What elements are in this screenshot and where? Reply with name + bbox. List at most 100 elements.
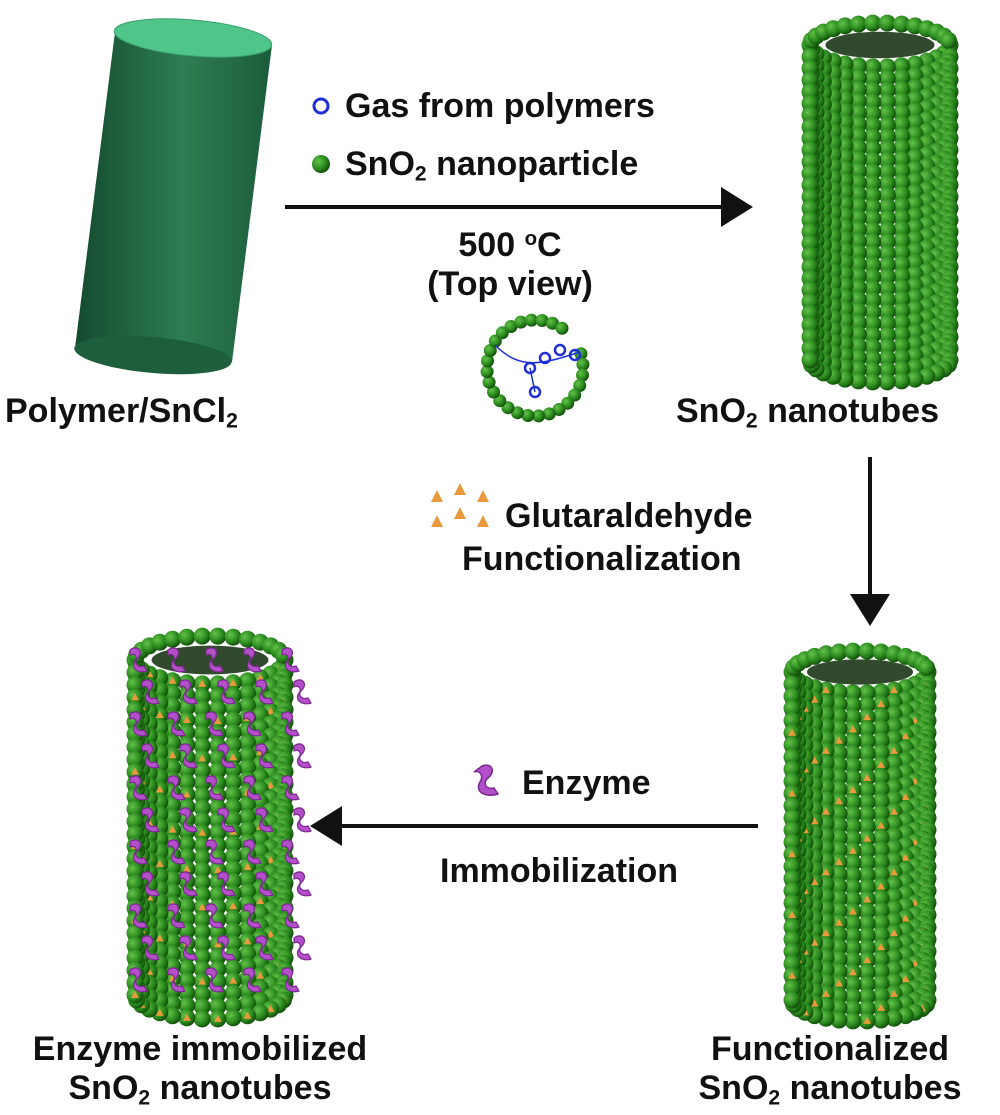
nanoparticle xyxy=(878,81,896,99)
nanoparticle xyxy=(844,915,862,933)
nanoparticle xyxy=(849,162,867,180)
glutaraldehyde-drop xyxy=(213,1014,222,1022)
nanoparticle xyxy=(783,882,801,900)
nanoparticle xyxy=(830,999,848,1017)
nanoparticle xyxy=(193,762,211,780)
glutaraldehyde-drop xyxy=(243,937,252,945)
legend-gas-label: Gas from polymers xyxy=(345,87,655,125)
nanoparticle xyxy=(893,127,911,145)
enzyme-molecule xyxy=(179,871,198,897)
nanoparticle xyxy=(872,732,890,750)
nanoparticle xyxy=(193,787,211,804)
enzyme-molecule xyxy=(167,967,186,993)
nanoparticle xyxy=(906,137,924,155)
glutaraldehyde-drop xyxy=(877,821,886,829)
enzyme-immobilized-nanotube xyxy=(126,627,312,1028)
nanoparticle xyxy=(126,874,144,892)
nanoparticle xyxy=(783,894,801,912)
nanoparticle xyxy=(239,994,256,1012)
enzyme-molecule xyxy=(255,871,274,897)
nanoparticle xyxy=(849,314,867,332)
glutaraldehyde-drop xyxy=(155,859,164,867)
nanoparticle xyxy=(224,724,242,741)
nanoparticle xyxy=(872,643,890,661)
enzyme-molecule xyxy=(217,679,236,705)
enzyme-molecule xyxy=(141,935,160,961)
nanoparticle xyxy=(906,148,924,166)
glutaraldehyde-drop xyxy=(168,751,177,759)
nanoparticle xyxy=(193,687,211,705)
nanoparticle xyxy=(193,799,211,817)
nanoparticle xyxy=(801,281,819,299)
nanoparticle xyxy=(858,963,876,981)
nanoparticle xyxy=(251,1004,269,1022)
glutaraldehyde-drop xyxy=(182,716,191,724)
enzyme-molecule xyxy=(205,647,224,673)
glutaraldehyde-drop xyxy=(901,792,910,800)
nanoparticle xyxy=(893,372,911,390)
nanoparticle xyxy=(830,780,848,798)
nanoparticle xyxy=(126,862,144,880)
nanoparticle xyxy=(849,302,867,320)
nanoparticle xyxy=(801,304,819,322)
nanoparticle xyxy=(239,883,256,901)
glutaraldehyde-drop xyxy=(431,515,443,527)
glutaraldehyde-drop xyxy=(890,686,898,694)
glutaraldehyde-drop xyxy=(901,975,910,983)
glutaraldehyde-drop xyxy=(182,790,191,798)
glutaraldehyde-drop xyxy=(243,1011,252,1019)
glutaraldehyde-drop xyxy=(834,797,843,805)
nanoparticle xyxy=(878,221,896,239)
nanoparticle xyxy=(783,687,801,705)
enzyme-molecule xyxy=(243,711,262,737)
nanoparticle xyxy=(126,750,144,768)
nanoparticle xyxy=(193,861,211,879)
nanoparticle xyxy=(830,817,848,835)
glutaraldehyde-drop xyxy=(213,940,222,948)
nanoparticle xyxy=(209,998,227,1015)
enzyme-molecule xyxy=(205,839,224,865)
nanoparticle xyxy=(893,337,911,355)
enzyme-molecule xyxy=(205,967,224,993)
nanoparticle xyxy=(844,878,862,896)
nanoparticle xyxy=(224,810,242,828)
nanoparticle xyxy=(872,890,890,907)
nanoparticle xyxy=(126,812,144,830)
nanoparticle xyxy=(126,949,144,967)
glutaraldehyde-drop xyxy=(477,515,489,527)
nanoparticle xyxy=(535,314,549,327)
enzyme-molecule xyxy=(281,647,300,673)
nanoparticle xyxy=(885,791,903,808)
glutaraldehyde-drop xyxy=(834,736,843,744)
nanoparticle xyxy=(844,975,862,993)
glutaraldehyde-drop xyxy=(454,507,466,519)
glutaraldehyde-drop xyxy=(863,773,872,781)
nanoparticle xyxy=(178,748,196,766)
nanoparticle xyxy=(893,244,911,262)
glutaraldehyde-drop xyxy=(229,678,238,686)
nanoparticle xyxy=(872,914,890,932)
nanoparticle xyxy=(893,197,911,215)
legend-sno2-label: SnO2 nanoparticle xyxy=(345,145,639,186)
nanoparticle xyxy=(906,253,924,271)
nanoparticle xyxy=(783,979,801,997)
glutaraldehyde-drop xyxy=(863,895,872,903)
glutaraldehyde-drop xyxy=(810,756,819,764)
nanoparticle xyxy=(801,106,819,124)
nanoparticle xyxy=(858,988,876,1006)
nanoparticle xyxy=(844,642,862,660)
enzyme-molecule xyxy=(217,935,236,961)
nanoparticle xyxy=(126,825,144,843)
nanoparticle xyxy=(126,936,144,954)
nanoparticle xyxy=(872,792,890,810)
nanoparticle xyxy=(885,900,903,918)
nanoparticle xyxy=(849,174,867,192)
nanoparticle xyxy=(878,315,896,332)
enzyme-molecule xyxy=(205,903,224,929)
nanoparticle xyxy=(224,996,242,1014)
nanoparticle xyxy=(783,833,801,851)
nanoparticle xyxy=(872,805,890,822)
enzyme-molecule xyxy=(141,807,160,833)
nanoparticle xyxy=(224,1009,242,1027)
